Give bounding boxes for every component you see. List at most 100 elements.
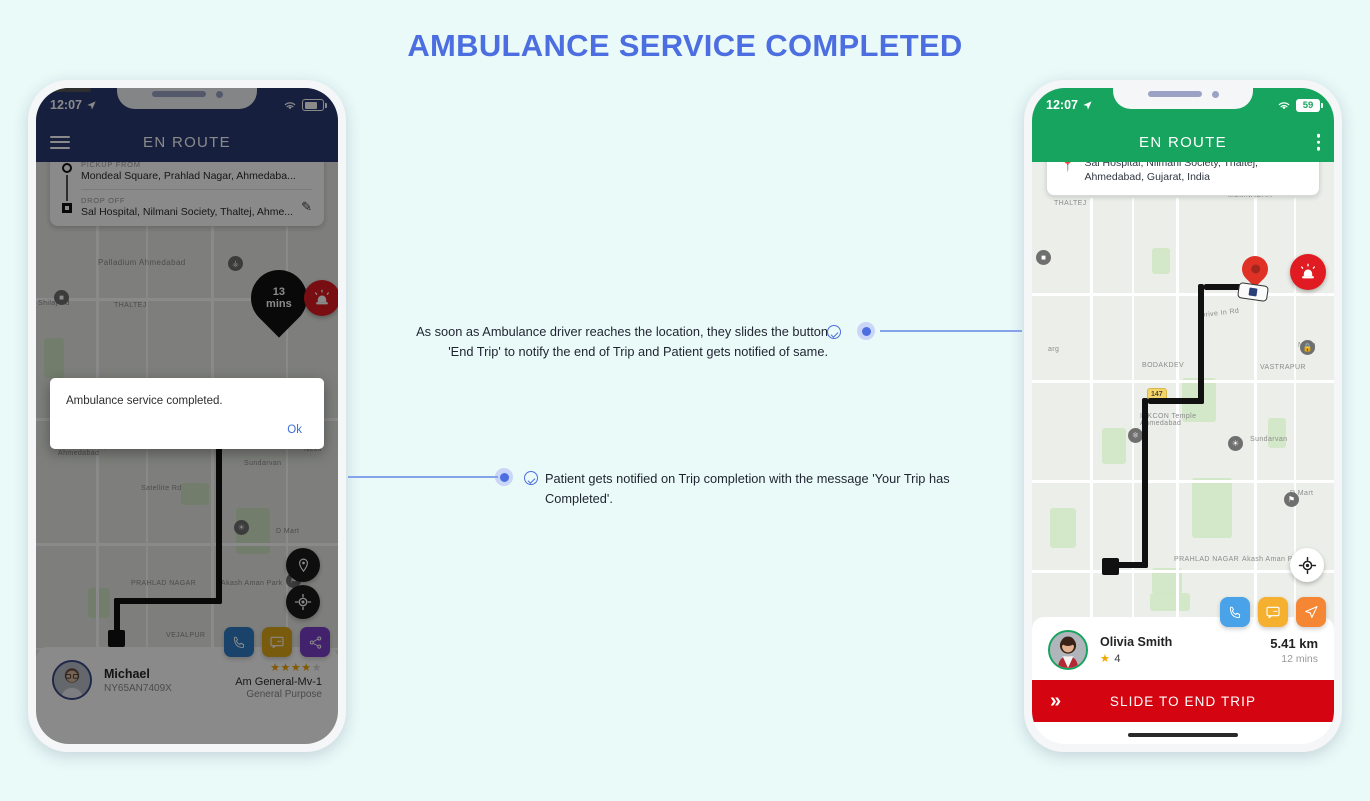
- speaker-grille-icon: [1147, 91, 1202, 97]
- vehicle-type: General Purpose: [246, 688, 322, 700]
- page-title: AMBULANCE SERVICE COMPLETED: [407, 28, 963, 63]
- connector-line: [348, 476, 498, 478]
- dropoff-label: DROP OFF: [81, 196, 126, 205]
- route-path: [1198, 284, 1204, 404]
- route-path: [1204, 284, 1248, 290]
- status-right: [283, 99, 327, 111]
- map-label: Shilaj Rd: [38, 300, 70, 307]
- call-button[interactable]: [224, 627, 254, 657]
- route-end-marker: [1102, 558, 1119, 575]
- call-button[interactable]: [1220, 597, 1250, 627]
- poi-marker-icon: ■: [54, 290, 69, 305]
- navigate-button[interactable]: [1296, 597, 1326, 627]
- right-phone-screen: 147 147 THALTEJ BODAKDEV VASTRAPUR ISKCO…: [1032, 88, 1334, 744]
- poi-marker-icon: 🔒: [1300, 340, 1315, 355]
- driver-info-row: Michael NY65AN7409X ★★★★★ Am General-Mv-…: [36, 647, 338, 710]
- right-trip-sheet: Olivia Smith ★ 4 5.41 km 12 mins » SLIDE…: [1032, 597, 1334, 744]
- sos-siren-button[interactable]: [1290, 254, 1326, 290]
- map-label: Palladium Ahmedabad: [98, 258, 186, 267]
- avatar: [1048, 630, 1088, 670]
- siren-alert-icon: [1301, 263, 1315, 279]
- map-label: ISKCON Temple Ahmedabad: [1140, 413, 1197, 427]
- driver-rating-stars: ★★★★★: [270, 661, 322, 674]
- map-label: VEJALPUR: [166, 632, 206, 639]
- share-location-button[interactable]: [286, 548, 320, 582]
- route-path: [1148, 398, 1204, 404]
- patient-info-row: Olivia Smith ★ 4 5.41 km 12 mins: [1032, 617, 1334, 680]
- double-chevron-right-icon: »: [1050, 690, 1063, 712]
- map-label: BODAKDEV: [1142, 362, 1185, 369]
- siren-alert-icon: [315, 289, 329, 305]
- status-left: 12:07: [1046, 98, 1093, 112]
- map-label: D Mart: [276, 528, 300, 535]
- status-left: 12:07: [50, 98, 97, 112]
- map-label: PRAHLAD NAGAR: [1174, 556, 1240, 563]
- map-label: arg: [1048, 346, 1060, 353]
- route-end-marker: [108, 630, 125, 647]
- left-phone-mockup: Palladium Ahmedabad THALTEJ Shilaj Rd IS…: [28, 80, 346, 752]
- map-label: THALTEJ: [114, 302, 147, 309]
- home-indicator: [1128, 733, 1238, 737]
- map-label: D Mart: [1290, 490, 1314, 497]
- trip-distance: 5.41 km: [1270, 635, 1318, 651]
- route-path: [1142, 398, 1148, 568]
- poi-marker-icon: ⚶: [228, 256, 243, 271]
- dialog-ok-button[interactable]: Ok: [287, 424, 302, 436]
- pickup-dropoff-card[interactable]: PICKUP FROM Mondeal Square, Prahlad Naga…: [50, 150, 324, 226]
- sos-siren-button[interactable]: [304, 280, 338, 316]
- right-app-bar: EN ROUTE: [1032, 122, 1334, 162]
- map-green-area: [181, 483, 209, 505]
- my-location-button[interactable]: [1290, 548, 1324, 582]
- wifi-icon: [284, 101, 296, 109]
- right-action-buttons: [1220, 597, 1326, 627]
- pickup-value: Mondeal Square, Prahlad Nagar, Ahmedaba.…: [81, 170, 296, 182]
- map-road: [211, 208, 214, 738]
- check-circle-icon: [524, 471, 538, 485]
- left-app-bar: EN ROUTE: [36, 122, 338, 162]
- poi-marker-icon: ☀: [1228, 436, 1243, 451]
- phone-notch: [1113, 88, 1253, 109]
- patient-identity: Olivia Smith ★ 4: [1100, 635, 1172, 665]
- my-location-button[interactable]: [286, 585, 320, 619]
- map-green-area: [44, 338, 64, 378]
- map-label: VASTRAPUR: [1260, 364, 1306, 371]
- patient-name: Olivia Smith: [1100, 635, 1173, 649]
- phone-notch: [117, 88, 257, 109]
- map-road: [146, 208, 148, 738]
- poi-marker-icon: ■: [1036, 250, 1051, 265]
- map-green-area: [1152, 248, 1170, 274]
- map-green-area: [1102, 428, 1126, 464]
- map-label: Nexu: [304, 446, 322, 453]
- slide-to-end-trip-button[interactable]: » SLIDE TO END TRIP: [1032, 680, 1334, 722]
- right-status-bar: 12:07 59: [1032, 88, 1334, 122]
- map-green-area: [1192, 478, 1232, 538]
- map-road: [1090, 198, 1093, 718]
- map-road: [36, 543, 338, 546]
- address-text-block: PICKUP FROM Mondeal Square, Prahlad Naga…: [81, 160, 312, 218]
- message-button[interactable]: [262, 627, 292, 657]
- driver-identity: Michael NY65AN7409X: [104, 667, 172, 694]
- kebab-menu-icon[interactable]: [1316, 133, 1320, 151]
- map-green-area: [1050, 508, 1076, 548]
- home-indicator: [36, 88, 91, 92]
- dropoff-square-icon: [62, 203, 72, 213]
- pencil-edit-icon[interactable]: ✎: [301, 199, 312, 214]
- message-button[interactable]: [1258, 597, 1288, 627]
- driver-name: Michael: [104, 666, 150, 681]
- map-label: Drive In Rd: [1199, 307, 1240, 320]
- address-timeline: [62, 160, 72, 213]
- rating-star-icon: ★: [1100, 653, 1111, 665]
- right-phone-mockup: 147 147 THALTEJ BODAKDEV VASTRAPUR ISKCO…: [1024, 80, 1342, 752]
- hamburger-menu-icon[interactable]: [50, 132, 70, 152]
- dropoff-value: Sal Hospital, Nilmani Society, Thaltej, …: [81, 206, 294, 218]
- rating-value: 4: [1114, 652, 1121, 665]
- map-label: PRAHLAD NAGAR: [131, 580, 197, 587]
- connector-line: [880, 330, 1022, 332]
- share-button[interactable]: [300, 627, 330, 657]
- navigation-arrow-icon: [1083, 100, 1092, 110]
- check-circle-icon: [827, 325, 841, 339]
- phone-icon: [233, 636, 244, 648]
- left-driver-sheet: Michael NY65AN7409X ★★★★★ Am General-Mv-…: [36, 627, 338, 744]
- map-road: [36, 298, 338, 301]
